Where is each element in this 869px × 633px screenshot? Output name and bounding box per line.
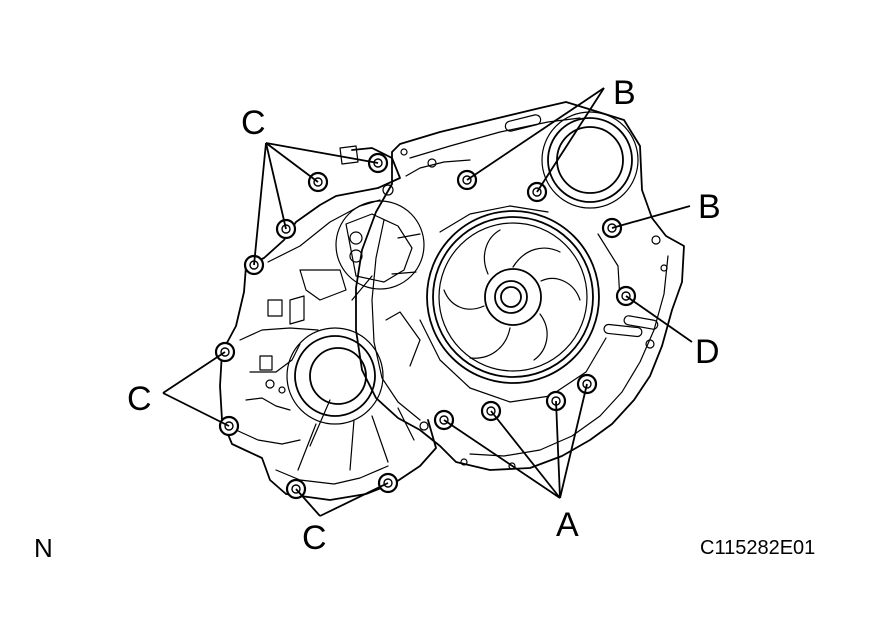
callout-c-bottom: C	[302, 519, 327, 557]
callout-a: A	[556, 506, 579, 544]
figure-code: C115282E01	[700, 537, 815, 559]
callout-c-top: C	[241, 104, 266, 142]
callout-b-right: B	[698, 188, 721, 226]
callout-labels: A B B C C C D	[127, 74, 721, 557]
orientation-mark: N	[34, 533, 53, 563]
callout-c-left: C	[127, 380, 152, 418]
callout-b-top: B	[613, 74, 636, 112]
transaxle-housing	[219, 101, 685, 501]
callout-d: D	[695, 333, 720, 371]
leader-lines	[162, 87, 693, 517]
